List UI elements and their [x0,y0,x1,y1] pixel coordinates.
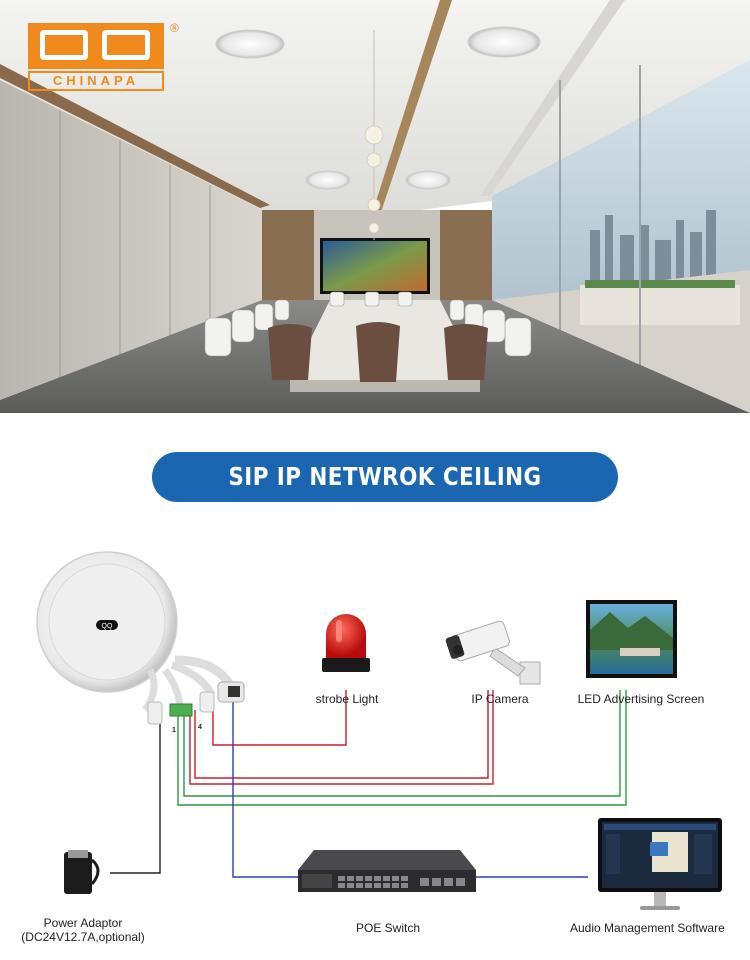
wire-to-led-b [177,690,627,806]
wire-to-strobe [212,690,347,746]
product-title: SIP IP NETWROK CEILING SPEAKER [228,462,542,541]
pin-1-label: 1 [172,727,176,734]
product-title-banner: SIP IP NETWROK CEILING SPEAKER [152,452,618,541]
qq-chinapa-logo: CHINAPA ® [28,21,179,91]
power-adaptor-label-line2: (DC24V12.7A,optional) [21,930,145,944]
power-adaptor-icon [64,850,100,894]
logo-brand-text: CHINAPA [28,71,164,91]
wire-to-led-a [183,690,621,797]
poe-switch-label: POE Switch [355,921,421,935]
ip-camera-icon [445,620,541,685]
strobe-light-icon [322,614,370,672]
ip-camera-label: IP Camera [471,692,529,706]
wire-to-switch [232,695,300,878]
power-adaptor-label-line1: Power Adaptor [43,916,123,930]
logo-qq-mark [28,23,164,69]
led-screen-label: LED Advertising Screen [577,692,705,706]
ceiling-speaker-product: QQ [36,551,245,725]
pin-4-label: 4 [198,724,202,731]
speaker-badge: QQ [102,623,113,630]
conference-room-illustration [0,0,750,413]
wire-to-power [110,705,161,874]
connection-diagram: QQ [0,520,750,960]
strobe-light-label: strobe Light [315,692,379,706]
wire-to-camera-b [189,690,494,785]
registered-mark: ® [170,21,179,35]
conference-room-photo: CHINAPA ® [0,0,750,413]
poe-switch-icon [298,850,476,892]
audio-software-label: Audio Management Software [570,921,725,935]
diagram-canvas: QQ [36,551,722,910]
management-monitor-icon [598,818,722,910]
led-screen-icon [586,600,677,678]
power-adaptor-label: Power Adaptor (DC24V12.7A,optional) [18,916,148,944]
ceiling-speaker-icons [215,26,541,190]
wire-to-camera-a [194,690,489,779]
